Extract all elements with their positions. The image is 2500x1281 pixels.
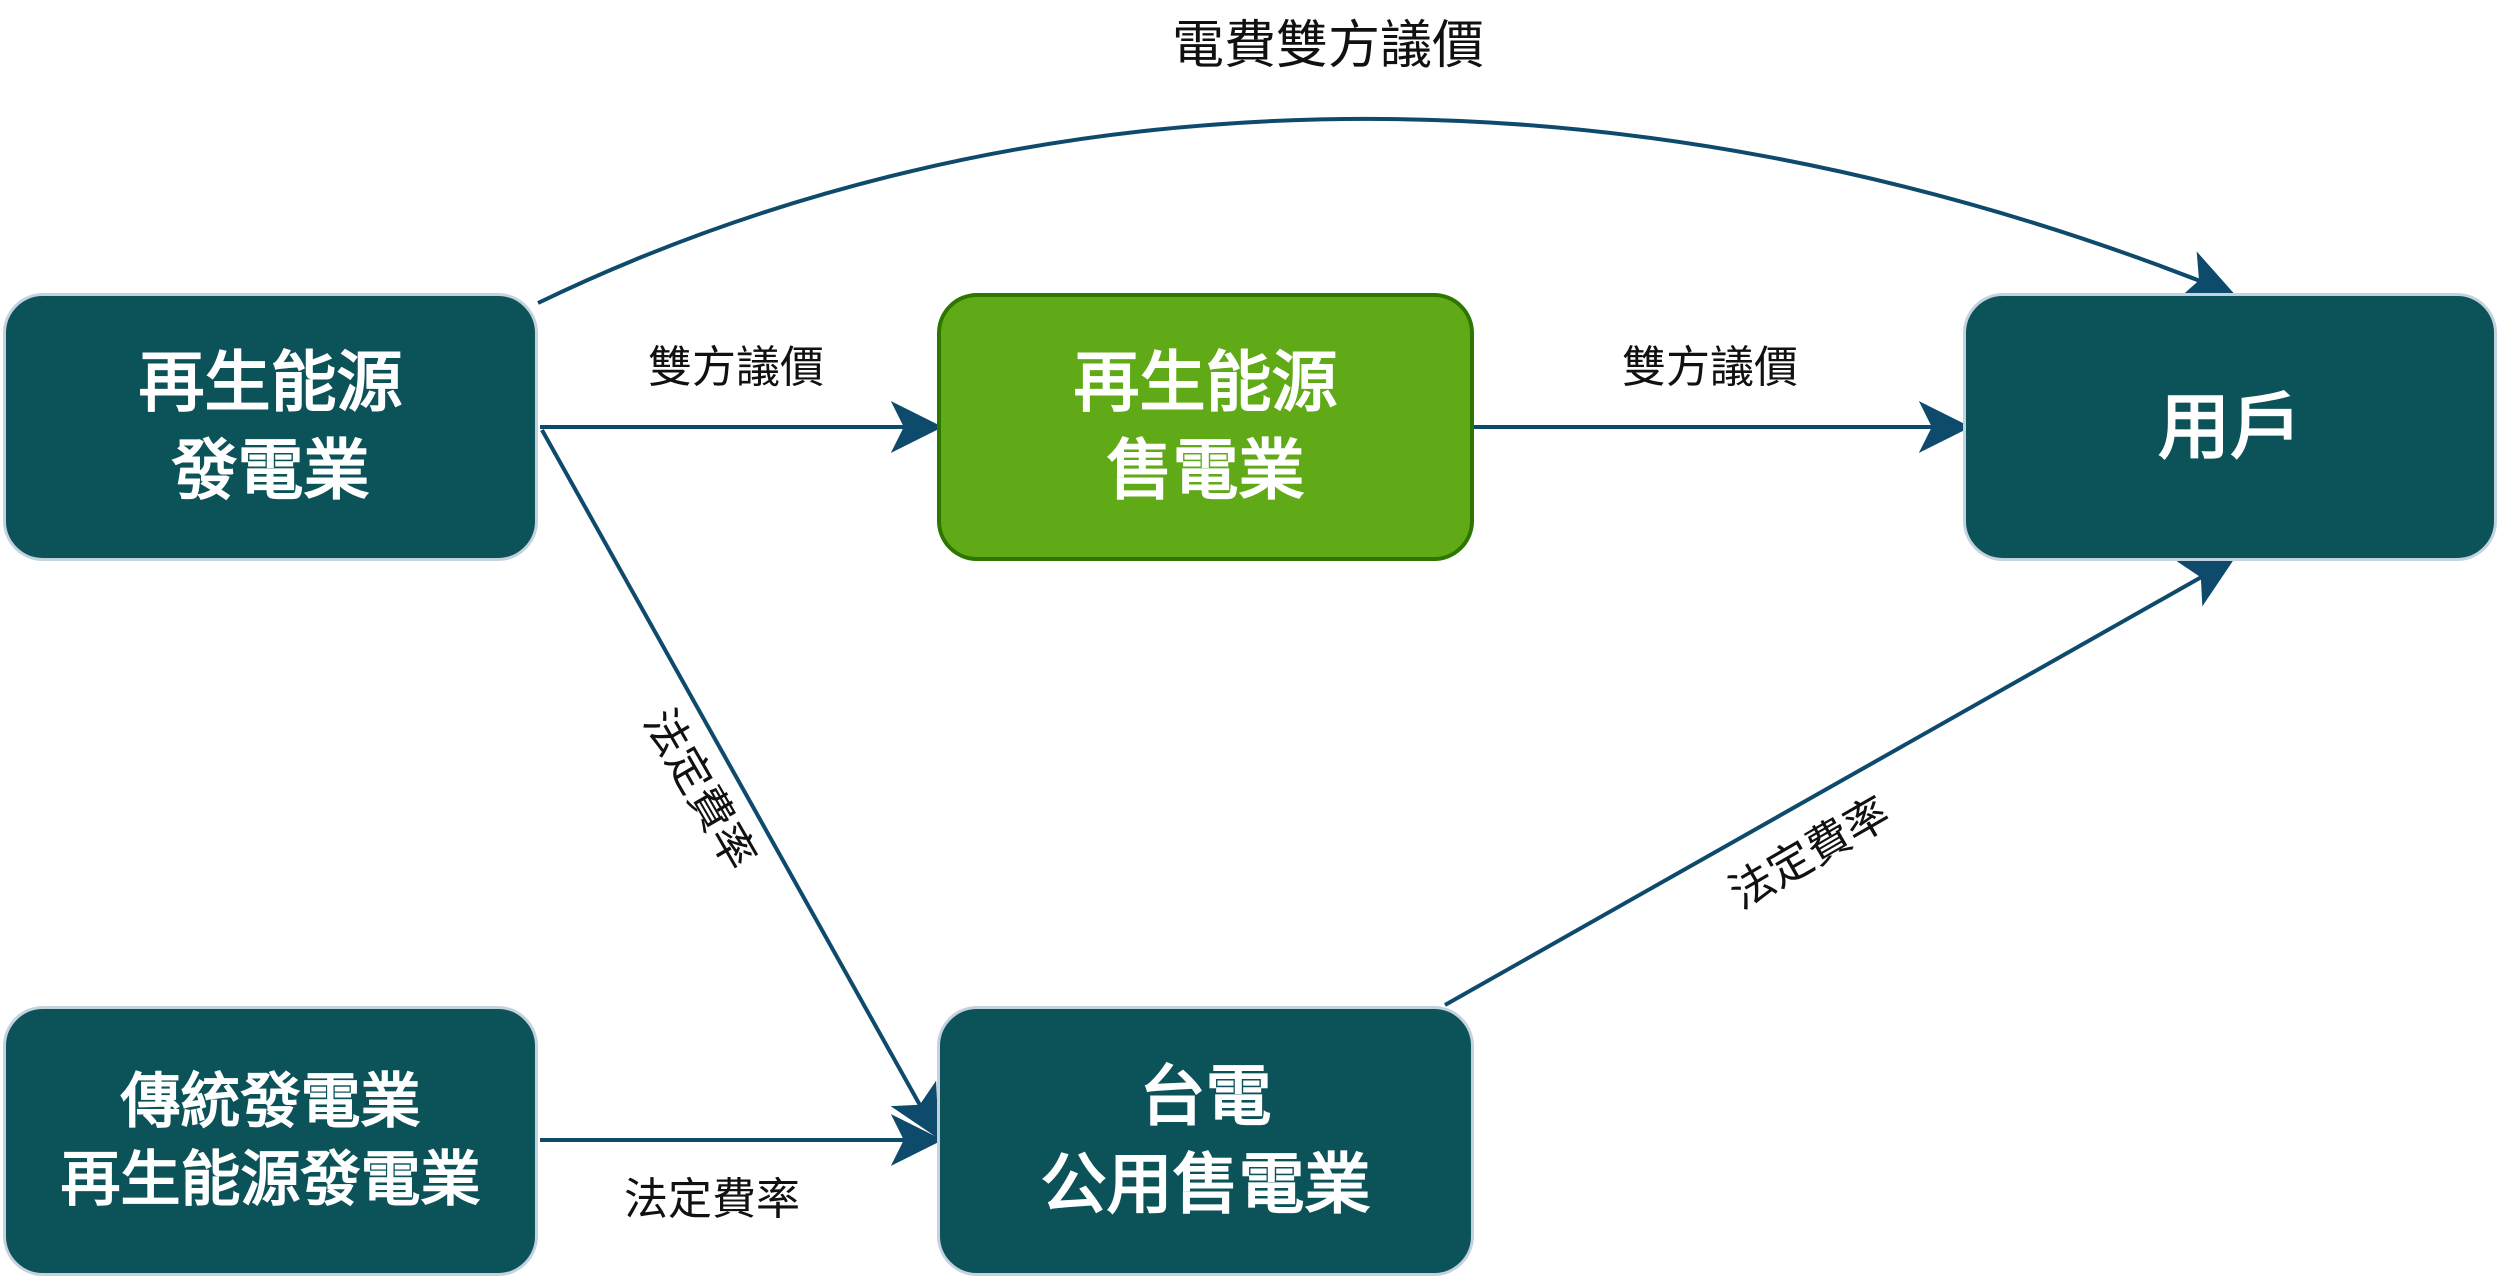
- node-user: 用戶: [1963, 293, 2497, 561]
- arrow-gen-to-user-top: [537, 116, 2236, 305]
- node-traditional-generator: 傳統發電業 再生能源發電業: [3, 1006, 538, 1276]
- node-renewable-generator-line2: 發電業: [171, 432, 370, 509]
- node-renewable-generator-line1: 再生能源: [138, 344, 403, 421]
- node-renewable-generator: 再生能源 發電業: [3, 293, 538, 561]
- node-renewable-retailer: 再生能源 售電業: [937, 293, 1474, 561]
- label-gen-to-retail: 雙方議價: [648, 342, 824, 393]
- node-traditional-generator-line1: 傳統發電業: [120, 1067, 421, 1137]
- label-retail-to-user: 雙方議價: [1622, 342, 1798, 393]
- node-user-label: 用戶: [2157, 385, 2302, 469]
- arrow-gen-to-taipower: [540, 429, 939, 1139]
- node-taipower-line1: 台電: [1139, 1058, 1272, 1135]
- node-renewable-retailer-line1: 再生能源: [1073, 344, 1338, 421]
- node-taipower: 台電 公用售電業: [937, 1006, 1474, 1276]
- node-taipower-line2: 公用售電業: [1040, 1146, 1371, 1223]
- node-traditional-generator-line2: 再生能源發電業: [60, 1145, 481, 1215]
- arrow-taipower-to-user: [1444, 558, 2235, 1007]
- node-renewable-retailer-line2: 售電業: [1106, 432, 1305, 509]
- label-trad-to-taipower: 法定費率: [624, 1174, 800, 1225]
- label-gen-to-user-top: 電費雙方議價: [1172, 16, 1485, 76]
